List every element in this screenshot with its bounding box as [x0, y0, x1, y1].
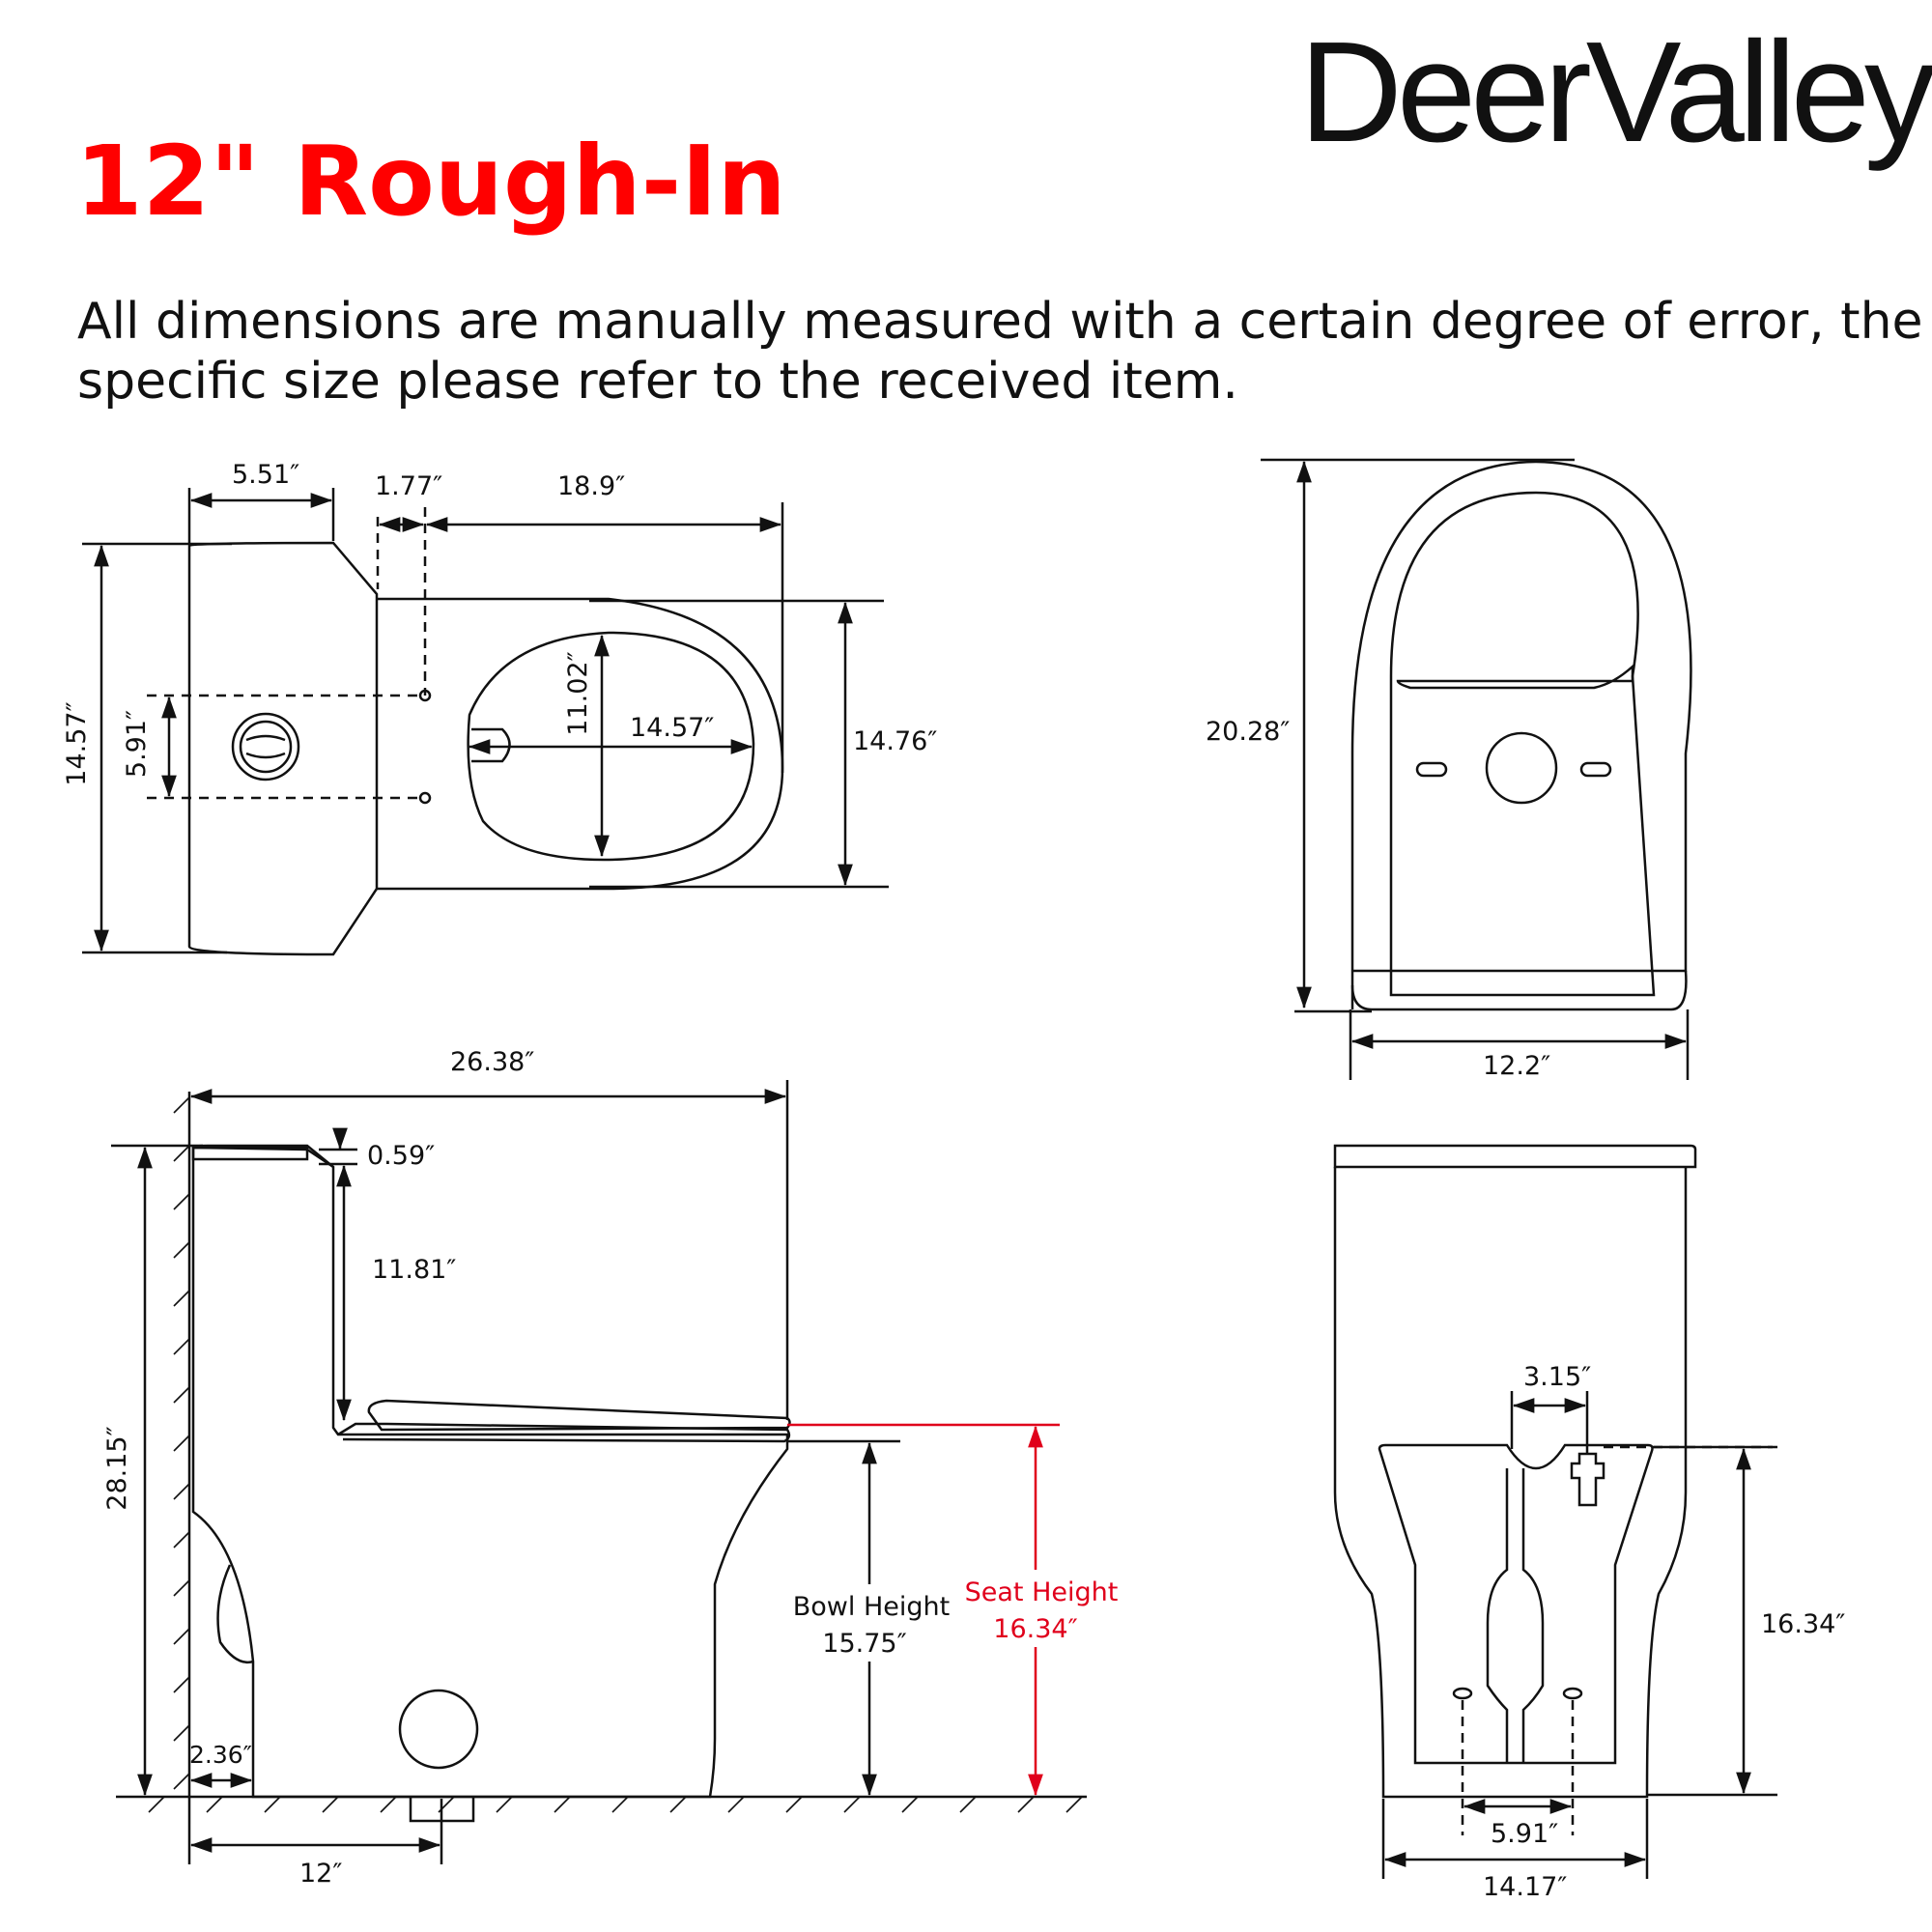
dim-bolt-spacing: 5.91″: [1491, 1819, 1558, 1849]
dim-tank-lid: 0.59″: [367, 1141, 435, 1171]
top-view-dimensions: [82, 488, 889, 954]
brand-logo: DeerValley®: [1299, 21, 1932, 164]
rear-view: [1333, 1144, 1697, 1799]
dim-gap: 1.77″: [375, 471, 442, 501]
top-view-bowl: [377, 597, 784, 891]
underside-inner: [1389, 491, 1656, 997]
dim-overall-height: 28.15″: [102, 1426, 132, 1510]
underside-dimensions: [1261, 458, 1690, 1080]
disclaimer-note: All dimensions are manually measured wit…: [77, 292, 1923, 412]
top-view-tank: [187, 541, 379, 956]
bowl-height-label: Bowl Height: [793, 1592, 950, 1622]
flush-button-icon: [231, 712, 300, 781]
wall-hatch: [173, 1096, 190, 1790]
side-access-hole: [398, 1689, 479, 1770]
dim-bowl-height: 15.75″: [822, 1629, 906, 1659]
dim-wall-gap: 2.36″: [189, 1741, 252, 1769]
disclaimer-line-1: All dimensions are manually measured wit…: [77, 293, 1923, 351]
disclaimer-line-2: specific size please refer to the receiv…: [77, 353, 1238, 411]
top-view-seat-opening: [467, 631, 755, 862]
seat-height-label: Seat Height: [965, 1577, 1119, 1607]
dim-seat-depth: 20.28″: [1206, 717, 1290, 747]
dim-tank-depth: 5.51″: [232, 460, 299, 490]
seat-height-labels: Seat Height 16.34″: [965, 1577, 1119, 1644]
rear-view-dimensions: [1381, 1391, 1777, 1879]
floor-hatch: [148, 1796, 1083, 1813]
dim-rough-in: 12″: [299, 1859, 342, 1889]
rear-view-body: [1333, 1167, 1688, 1799]
dim-overall-width: 14.57″: [62, 701, 92, 785]
top-view: [187, 541, 784, 956]
underside-outer: [1350, 460, 1692, 1009]
page-title: 12" Rough-In: [75, 125, 786, 238]
dim-opening-width: 11.02″: [563, 651, 593, 735]
rear-view-cavity: [1378, 1443, 1654, 1765]
dim-bowl-length: 18.9″: [557, 471, 625, 501]
side-view-dimensions: [111, 1080, 900, 1864]
dim-supply-height: 16.34″: [1761, 1609, 1845, 1639]
top-view-labels: 5.51″ 1.77″ 18.9″ 14.57″ 5.91″ 11.02″ 14…: [62, 460, 937, 786]
outlet-hole: [1485, 731, 1558, 805]
dim-tank-to-seat: 11.81″: [372, 1255, 456, 1285]
side-view: [116, 1092, 1087, 1824]
rear-view-lid: [1333, 1144, 1697, 1169]
rear-view-labels: 3.15″ 16.34″ 5.91″ 14.17″: [1483, 1362, 1845, 1902]
dim-front-width: 14.17″: [1483, 1872, 1567, 1902]
trapway: [1486, 1468, 1545, 1763]
dim-overall-length: 26.38″: [450, 1047, 534, 1077]
brand-name: DeerValley: [1299, 13, 1932, 172]
bolt-slot-right: [1579, 761, 1612, 778]
bolt-slot-left: [1415, 761, 1448, 778]
side-view-body: [191, 1146, 789, 1799]
supply-valve-icon: [1570, 1452, 1605, 1507]
dim-seat-height: 16.34″: [993, 1614, 1077, 1644]
underside-labels: 20.28″ 12.2″: [1206, 717, 1550, 1081]
dim-base-width: 12.2″: [1483, 1051, 1550, 1081]
dim-opening-length: 14.57″: [630, 713, 714, 743]
dim-supply-offset: 3.15″: [1523, 1362, 1591, 1392]
underside-view: [1350, 460, 1692, 1011]
side-view-labels: 26.38″ 28.15″ 0.59″ 11.81″ 2.36″ 12″ Bow…: [102, 1047, 950, 1889]
dim-bowl-width: 14.76″: [853, 726, 937, 756]
dim-hole-spacing: 5.91″: [122, 710, 152, 778]
